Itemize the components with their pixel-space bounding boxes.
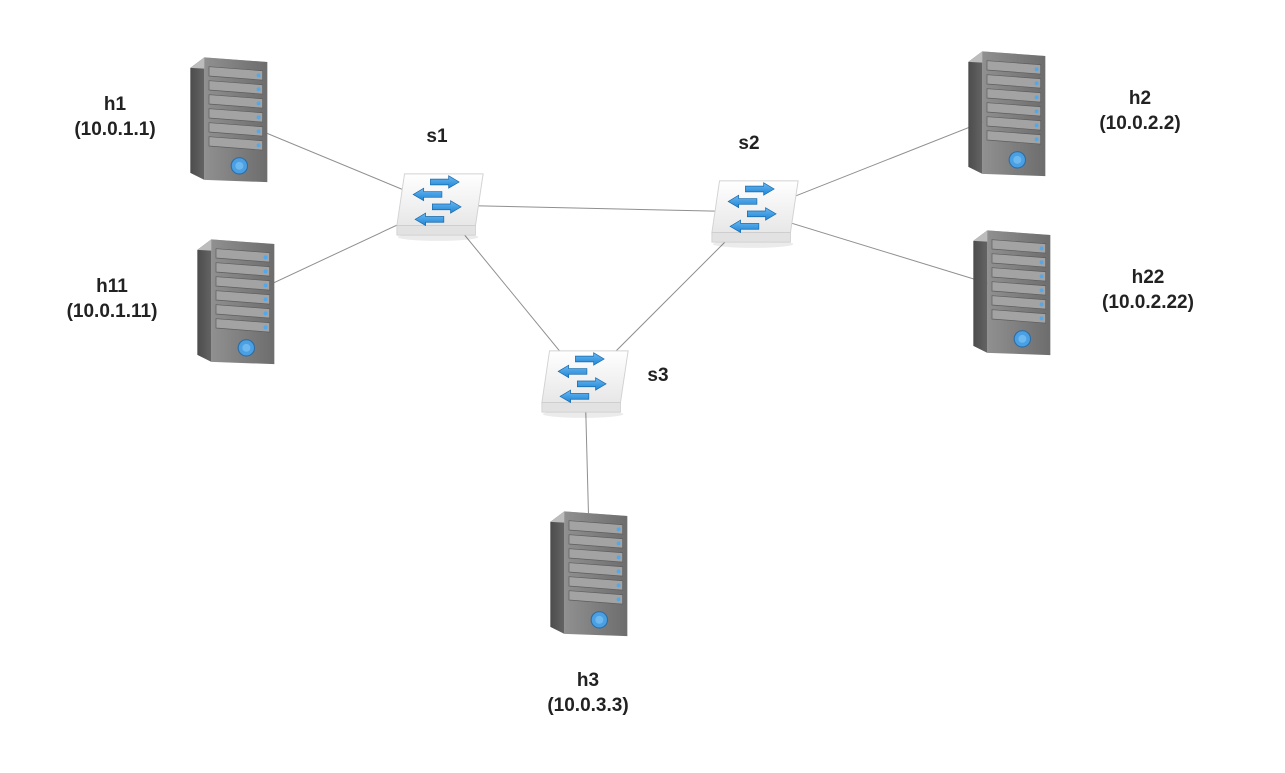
server-icon [188,49,272,187]
node-h1-label: h1 (10.0.1.1) [30,92,200,142]
server-icon [971,222,1055,360]
switch-name: s1 [426,126,448,147]
link-s2-h2 [754,111,1009,213]
server-icon [548,503,632,641]
node-h11-label: h11 (10.0.1.11) [27,274,197,324]
host-name: h11 [96,276,128,297]
node-s2-label: s2 [719,131,779,156]
node-h3-label: h3 (10.0.3.3) [503,668,673,718]
node-h1 [188,49,272,187]
switch-name: s2 [738,133,760,154]
node-h2 [966,43,1050,181]
node-s3-label: s3 [628,363,688,388]
link-s1-s2 [439,204,756,213]
switch-name: s3 [647,365,669,386]
link-s2-h22 [754,211,1014,292]
host-name: h3 [576,670,600,691]
host-ip: (10.0.1.11) [66,301,158,322]
host-ip: (10.0.1.1) [74,119,156,140]
node-s1 [394,166,486,243]
host-ip: (10.0.2.2) [1099,113,1181,134]
host-ip: (10.0.2.22) [1102,292,1194,313]
server-icon [195,231,279,369]
node-h11 [195,231,279,369]
node-s3 [539,343,631,420]
node-h2-label: h2 (10.0.2.2) [1055,86,1225,136]
switch-icon [539,343,631,420]
node-s1-label: s1 [407,124,467,149]
host-name: h22 [1131,267,1165,288]
node-h3 [548,503,632,641]
node-h22 [971,222,1055,360]
node-h22-label: h22 (10.0.2.22) [1063,265,1233,315]
server-icon [966,43,1050,181]
node-s2 [709,173,801,250]
host-name: h1 [103,94,127,115]
host-name: h2 [1128,88,1152,109]
switch-icon [394,166,486,243]
host-ip: (10.0.3.3) [547,695,629,716]
switch-icon [709,173,801,250]
